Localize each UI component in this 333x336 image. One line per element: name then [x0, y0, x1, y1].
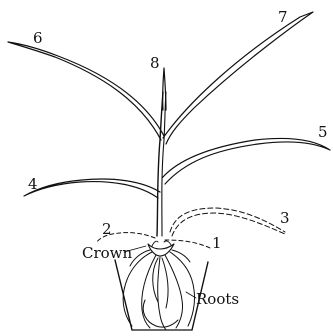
leaf-6 — [8, 42, 164, 140]
label-8: 8 — [150, 54, 160, 72]
soil-outline-left — [115, 260, 132, 330]
label-2: 2 — [102, 220, 112, 238]
leaf-7 — [163, 12, 313, 144]
leaf-1 — [165, 240, 210, 248]
label-crown: Crown — [82, 244, 133, 262]
leaf-5 — [162, 138, 330, 184]
label-4: 4 — [28, 175, 38, 193]
leaf-3-edge — [172, 213, 285, 236]
label-7: 7 — [278, 8, 288, 26]
roots — [123, 250, 194, 330]
label-6: 6 — [33, 29, 43, 47]
leaf-8 — [163, 68, 166, 110]
label-roots: Roots — [196, 290, 239, 308]
label-5: 5 — [318, 123, 328, 141]
leaf-3 — [170, 208, 285, 232]
stem-edge — [162, 92, 166, 236]
label-1: 1 — [212, 234, 222, 252]
crown-detail — [152, 241, 171, 246]
label-3: 3 — [280, 209, 290, 227]
leaf-4 — [24, 179, 160, 198]
